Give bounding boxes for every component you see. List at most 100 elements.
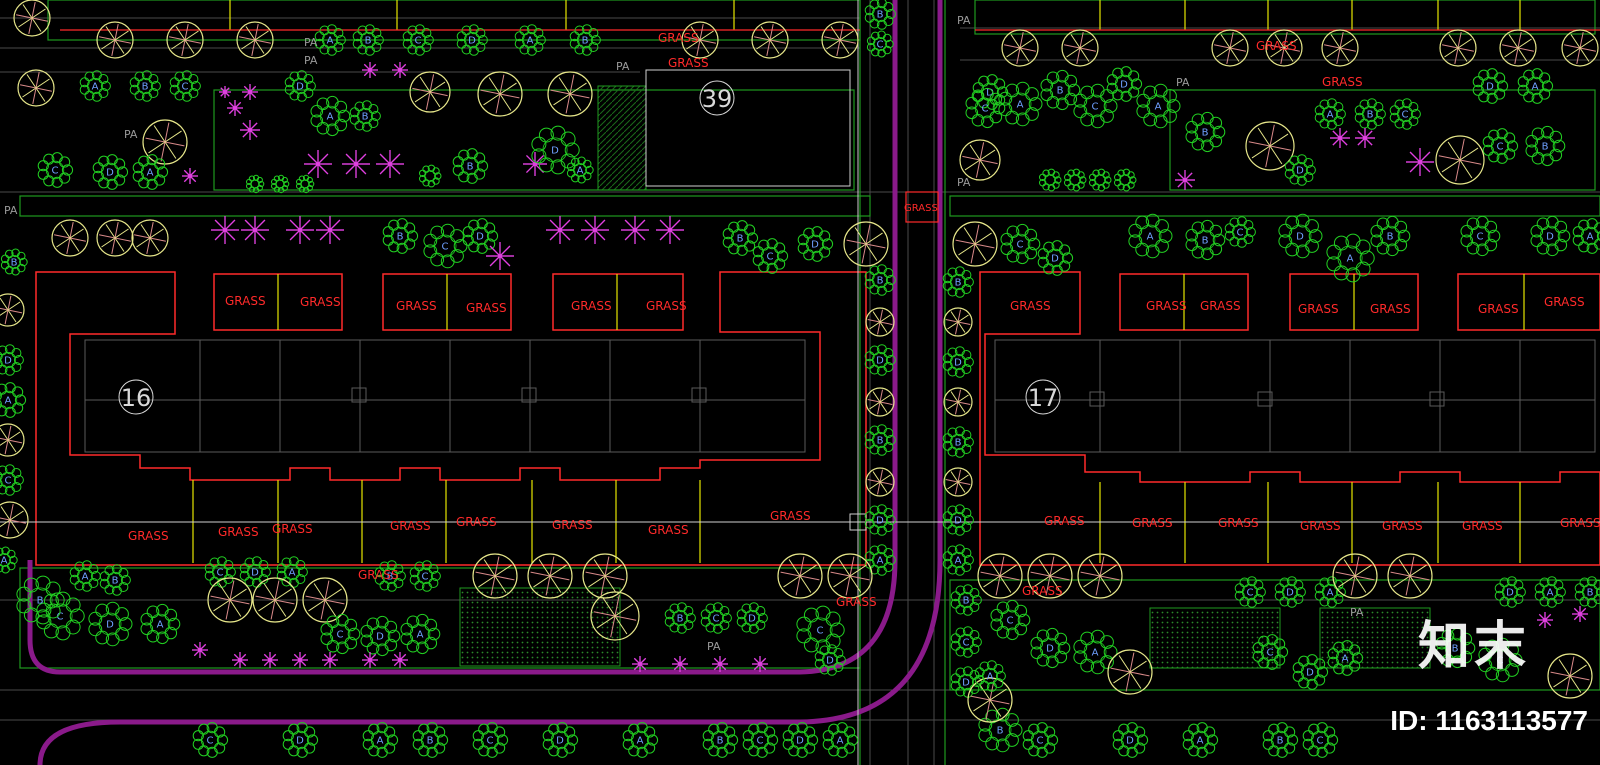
shrub-symbol [316,216,344,244]
tree-symbol-letter: A [1342,654,1349,665]
tree-symbol: D [284,70,316,102]
tree-symbol [236,21,274,59]
tree-symbol-letter: B [1367,110,1374,121]
tree-symbol-letter: B [717,736,724,747]
tree-symbol-letter: C [1037,736,1044,747]
tree-symbol-letter: D [1296,166,1304,177]
shrub-symbol [241,216,269,244]
tree-symbol: A [1314,576,1346,608]
tree-symbol [827,553,873,599]
tree-symbol: C [1252,634,1289,670]
tree-symbol: A [622,722,659,758]
grass-label: GRASS [1218,516,1259,530]
paving-dots-1 [459,587,621,667]
tree-symbol: B [412,722,449,758]
tree-symbol-letter: B [467,162,474,173]
shrub-symbol [286,216,314,244]
tree-symbol: C [700,602,732,634]
tree-symbol: B [452,148,489,184]
tree-symbol-letter: C [1477,232,1484,243]
tree-symbol: D [736,602,768,634]
tree-symbol-letter: C [817,626,824,637]
tree-symbol-letter: C [415,36,422,47]
tree-symbol: C [37,152,74,188]
tree-symbol: D [542,722,579,758]
shrub-symbol [621,216,649,244]
tree-symbol: B [1525,125,1566,167]
shrub-symbol [581,216,609,244]
tree-symbol: A [864,544,896,576]
tree-symbol-letter: A [955,556,962,567]
tree-symbol [166,21,204,59]
grass-label: GRASS [456,515,497,529]
tree-symbol: A [942,544,974,576]
tree-symbol: A [0,382,27,418]
tree-symbol-letter: B [397,232,404,243]
tree-symbol-letter: B [1277,736,1284,747]
shrub-symbol [656,216,684,244]
tree-symbol: C [1073,83,1118,129]
tree-symbol-letter: D [1046,644,1054,655]
tree-symbol: B [129,70,161,102]
pa-label: PA [707,640,721,653]
tree-symbol: A [1327,640,1364,676]
tree-symbol [1245,121,1295,171]
tree-symbol [13,0,51,37]
tree-symbol [17,69,55,107]
tree-symbol-letter: A [327,112,334,123]
tree-symbol-letter: D [1296,232,1304,243]
tree-symbol-letter: A [377,736,384,747]
tree-symbol: A [132,154,169,190]
grass-label: GRASS [390,519,431,533]
tree-symbol-letter: A [1017,100,1024,111]
tree-symbol-letter: A [877,556,884,567]
tree-symbol-letter: C [5,476,12,487]
tree-symbol [952,221,998,267]
tree-symbol: A [310,95,351,137]
pa-label: PA [957,14,971,27]
tree-symbol: A [362,722,399,758]
shrub-symbol [242,84,258,100]
tree-symbol-letter: C [1267,648,1274,659]
tree-symbol: A [514,24,546,56]
tree-symbol: D [942,504,974,536]
grass-label: GRASS [1322,75,1363,89]
grass-label: GRASS [1298,302,1339,316]
tree-symbol: C [423,223,468,269]
tree-symbol-letter: C [1497,142,1504,153]
tree-symbol [1077,553,1123,599]
tree-symbol: C [1022,722,1059,758]
tree-symbol: C [990,599,1031,641]
tree-symbol-letter: C [982,104,989,115]
tree-symbol: A [1182,722,1219,758]
tree-symbol [1435,135,1485,185]
tree-symbol: C [472,722,509,758]
tree-symbol-letter: D [1546,232,1554,243]
tree-symbol: B [382,218,419,254]
tree-symbol [1321,29,1359,67]
tree-symbol [1039,168,1062,192]
tree-symbol: D [1292,654,1329,690]
tree-symbol-letter: A [1,556,8,567]
tree-symbol-letter: A [987,672,994,683]
grass-label: GRASS [1044,514,1085,528]
tree-symbol: C [742,722,779,758]
shrub-symbol [342,150,370,178]
building-39-outline [645,69,851,187]
tree-symbol [0,423,25,457]
tree-symbol-letter: A [637,736,644,747]
tree-symbol [409,71,451,113]
tree-symbol: B [1262,722,1299,758]
grass-label: GRASS [646,299,687,313]
tree-symbol: B [950,584,982,616]
tree-symbol [777,553,823,599]
watermark-logo: 知末 [1417,617,1530,677]
shrub-symbol [322,652,338,668]
tree-symbol: A [79,70,111,102]
tree-symbol-letter: C [337,630,344,641]
tree-symbol: B [864,264,896,296]
shrub-symbol [523,152,547,176]
tree-symbol: B [1354,98,1386,130]
tree-symbol-letter: A [1327,588,1334,599]
tree-symbol-letter: D [826,656,834,667]
